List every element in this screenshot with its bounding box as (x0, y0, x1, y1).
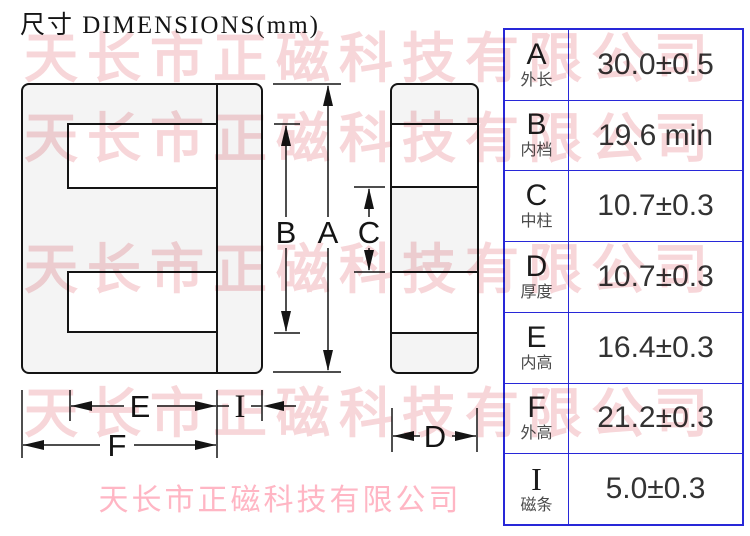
row-subtitle: 外长 (520, 71, 553, 89)
table-row: F 外高 21.2±0.3 (505, 382, 742, 454)
dim-label-e: E (130, 389, 151, 424)
row-letter: A (526, 37, 547, 71)
dim-label-b: B (276, 215, 297, 250)
dim-e: E (71, 389, 216, 424)
extension-lines (21, 390, 478, 458)
row-value: 30.0±0.5 (597, 47, 714, 81)
table-row: B 内档 19.6 min (505, 99, 742, 171)
front-view (21, 83, 263, 374)
dimensions-table: A 外长 30.0±0.5 B 内档 19.6 min C 中柱 10.7±0.… (503, 28, 744, 526)
dim-label-i: I (235, 389, 246, 425)
dim-d: D (393, 419, 476, 454)
table-row: A 外长 30.0±0.5 (505, 30, 742, 100)
dim-a: A (273, 83, 341, 373)
dim-label-d: D (424, 419, 446, 454)
row-value: 10.7±0.3 (597, 189, 714, 223)
row-subtitle: 外高 (520, 425, 553, 443)
table-row: D 厚度 10.7±0.3 (505, 241, 742, 312)
row-value: 5.0±0.3 (605, 472, 706, 506)
dim-label-c: C (358, 215, 380, 250)
dim-label-f: F (108, 428, 127, 463)
dim-b: B (274, 123, 300, 334)
table-row: C 中柱 10.7±0.3 (505, 170, 742, 242)
row-letter: I (531, 461, 542, 498)
row-letter: B (526, 108, 547, 142)
row-subtitle: 内档 (520, 142, 553, 160)
page-title: 尺寸 DIMENSIONS(mm) (20, 12, 320, 39)
row-subtitle: 中柱 (520, 213, 553, 231)
row-letter: F (527, 391, 546, 425)
row-value: 10.7±0.3 (597, 260, 714, 294)
row-value: 19.6 min (597, 118, 714, 152)
lower-window (67, 271, 218, 333)
row-letter: E (526, 320, 547, 354)
side-view (390, 83, 479, 374)
dim-i: I (217, 389, 296, 425)
row-letter: D (525, 249, 548, 283)
table-row: I 磁条 5.0±0.3 (505, 453, 742, 525)
row-letter: C (525, 179, 548, 213)
dim-c: C (354, 186, 385, 273)
upper-window (67, 123, 218, 189)
row-subtitle: 内高 (520, 354, 553, 372)
row-subtitle: 厚度 (520, 283, 553, 301)
row-subtitle: 磁条 (520, 497, 553, 515)
row-value: 16.4±0.3 (597, 330, 714, 364)
dim-f: F (23, 428, 216, 463)
table-row: E 内高 16.4±0.3 (505, 311, 742, 383)
row-value: 21.2±0.3 (597, 401, 714, 435)
dim-label-a: A (318, 215, 339, 250)
